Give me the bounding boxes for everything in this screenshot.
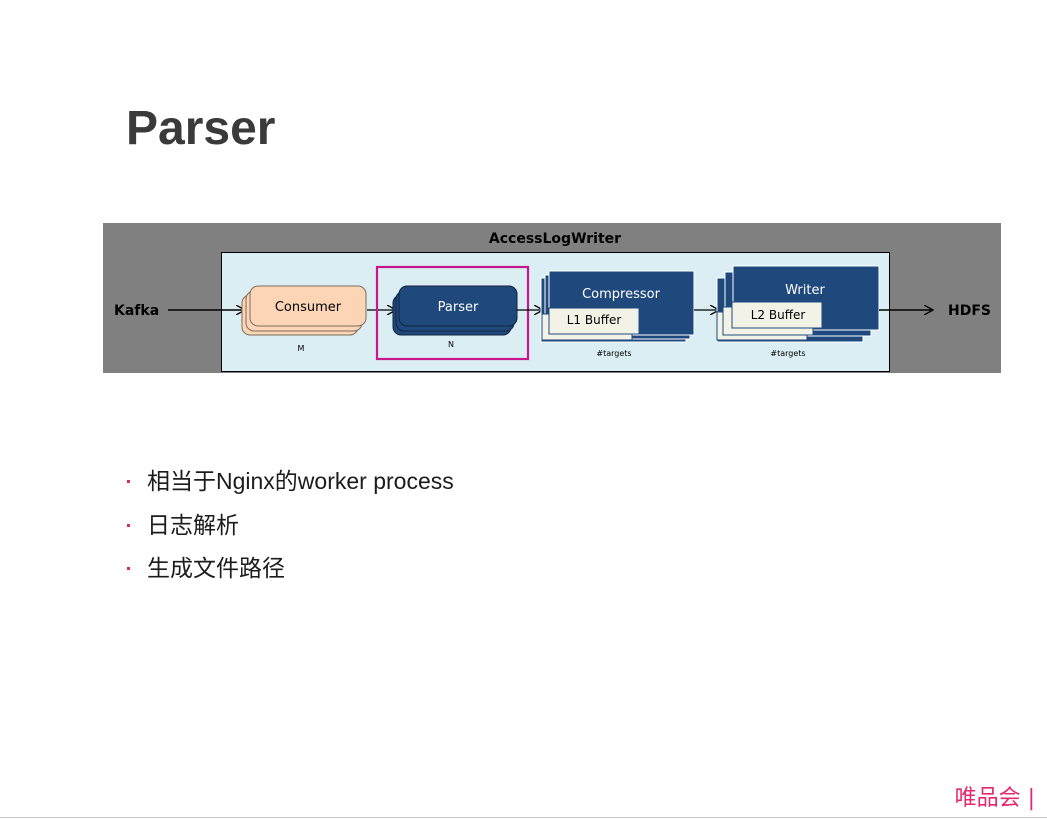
bullet-item: 相当于Nginx的worker process <box>126 462 454 506</box>
consumer-stack <box>241 285 367 336</box>
writer-stack <box>716 265 880 343</box>
slide-title: Parser <box>126 102 276 155</box>
consumer-label: Consumer <box>275 300 342 315</box>
compressor-stack <box>540 270 695 343</box>
writer-buffer-label: L2 Buffer <box>751 308 806 322</box>
hdfs-label: HDFS <box>948 303 991 319</box>
compressor-label: Compressor <box>582 287 661 302</box>
diagram-title: AccessLogWriter <box>489 231 621 247</box>
architecture-diagram: AccessLogWriter Kafka Consumer M Parser … <box>103 223 1001 373</box>
footer-divider <box>0 817 1047 818</box>
parser-label: Parser <box>438 300 479 315</box>
writer-count: #targets <box>770 349 805 358</box>
vipshop-logo: 唯品会 | <box>954 786 1035 811</box>
bullet-item: 日志解析 <box>126 506 454 550</box>
kafka-label: Kafka <box>114 303 159 319</box>
consumer-count: M <box>298 344 305 353</box>
compressor-count: #targets <box>596 349 631 358</box>
writer-label: Writer <box>785 283 825 298</box>
parser-count: N <box>448 340 454 349</box>
parser-stack <box>392 285 518 336</box>
diagram-canvas: AccessLogWriter Kafka Consumer M Parser … <box>103 223 1001 373</box>
bullet-item: 生成文件路径 <box>126 549 454 593</box>
compressor-buffer-label: L1 Buffer <box>567 313 622 327</box>
bullet-list: 相当于Nginx的worker process 日志解析 生成文件路径 <box>126 462 454 593</box>
parser-highlight-frame <box>375 265 530 361</box>
